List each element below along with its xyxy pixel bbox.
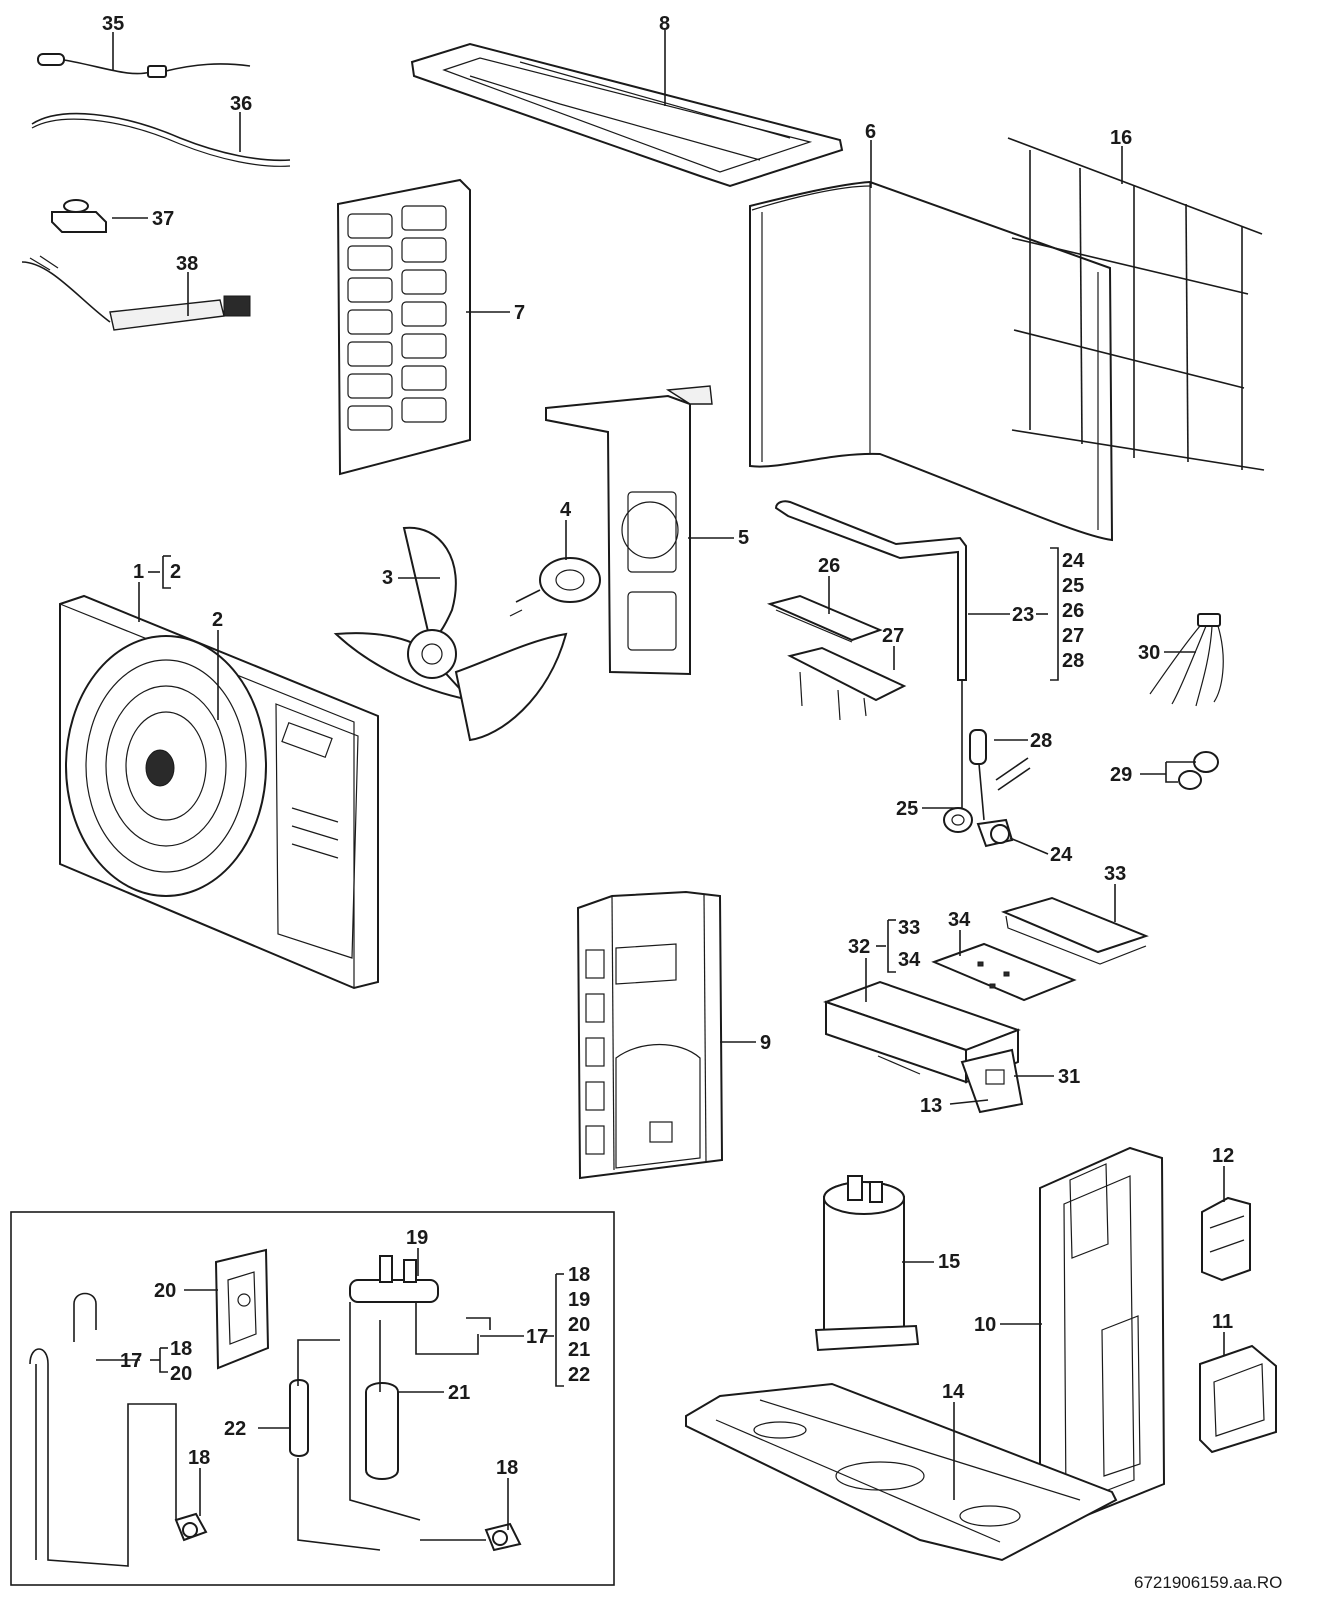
part-35-sensor-cable bbox=[37, 53, 251, 78]
part-8-top-cover bbox=[410, 42, 844, 188]
label-13: 13 bbox=[920, 1095, 942, 1117]
part-18-valve-right bbox=[420, 1522, 522, 1552]
label-25: 25 bbox=[896, 798, 918, 820]
label-35: 35 bbox=[102, 13, 124, 35]
label-24: 24 bbox=[1050, 844, 1073, 866]
label-27: 27 bbox=[882, 625, 904, 647]
part-3-fan-blade bbox=[333, 526, 568, 742]
label-17-right-sub-20: 20 bbox=[568, 1314, 590, 1336]
part-33-pcb-cover bbox=[1001, 896, 1149, 965]
part-23-pipe-assembly bbox=[774, 500, 1031, 821]
part-18-valve-left bbox=[174, 1512, 208, 1542]
part-21-accumulator bbox=[349, 1302, 421, 1521]
label-1-sub: 2 bbox=[170, 561, 181, 583]
part-29-plugs bbox=[1178, 751, 1219, 790]
part-24-service-valve bbox=[976, 818, 1014, 848]
part-14-base-pan bbox=[685, 1382, 1118, 1562]
label-28: 28 bbox=[1030, 730, 1052, 752]
part-25-valve bbox=[943, 807, 973, 833]
part-36-cable bbox=[31, 112, 291, 167]
part-26-bracket bbox=[766, 594, 883, 643]
label-26: 26 bbox=[818, 555, 840, 577]
label-17-right-sub-21: 21 bbox=[568, 1339, 590, 1361]
label-17-right-sub-22: 22 bbox=[568, 1364, 590, 1386]
refrigerant-circuit-inset bbox=[10, 1211, 615, 1586]
label-17-left-sub-18: 18 bbox=[170, 1338, 192, 1360]
part-38-harness bbox=[21, 255, 251, 331]
label-23: 23 bbox=[1012, 604, 1034, 626]
label-20: 20 bbox=[154, 1280, 176, 1302]
label-32-sub-34: 34 bbox=[898, 949, 921, 971]
label-3: 3 bbox=[382, 567, 393, 589]
label-17-right: 17 bbox=[526, 1326, 548, 1348]
label-17-left-sub-20: 20 bbox=[170, 1363, 192, 1385]
label-12: 12 bbox=[1212, 1145, 1234, 1167]
label-18-left: 18 bbox=[188, 1447, 210, 1469]
label-23-sub-28: 28 bbox=[1062, 650, 1084, 672]
label-32-sub-33: 33 bbox=[898, 917, 920, 939]
label-7: 7 bbox=[514, 302, 525, 324]
label-37: 37 bbox=[152, 208, 174, 230]
callout-labels: 35 36 37 38 8 6 16 7 4 5 3 1 2 2 26 27 2… bbox=[102, 13, 1282, 1592]
label-31: 31 bbox=[1058, 1066, 1080, 1088]
label-32: 32 bbox=[848, 936, 870, 958]
label-38: 38 bbox=[176, 253, 198, 275]
label-30: 30 bbox=[1138, 642, 1160, 664]
label-14: 14 bbox=[942, 1381, 965, 1403]
label-19: 19 bbox=[406, 1227, 428, 1249]
label-21: 21 bbox=[448, 1382, 470, 1404]
part-20-valve-plate bbox=[214, 1248, 270, 1370]
part-15-compressor bbox=[814, 1175, 920, 1352]
part-31-terminal-board bbox=[960, 1048, 1024, 1114]
label-16: 16 bbox=[1110, 127, 1132, 149]
label-36: 36 bbox=[230, 93, 252, 115]
label-18-right: 18 bbox=[496, 1457, 518, 1479]
part-37-damper bbox=[51, 199, 107, 233]
label-10: 10 bbox=[974, 1314, 996, 1336]
label-33: 33 bbox=[1104, 863, 1126, 885]
drawing-reference: 6721906159.aa.RO bbox=[1134, 1573, 1282, 1592]
part-7-side-panel bbox=[336, 178, 471, 476]
callout-leaders bbox=[96, 30, 1225, 1530]
part-2-fan-guard bbox=[65, 635, 267, 897]
label-1: 1 bbox=[133, 561, 144, 583]
part-19-reversing-valve bbox=[349, 1255, 439, 1303]
label-29: 29 bbox=[1110, 764, 1132, 786]
part-9-partition-plate bbox=[576, 890, 724, 1180]
part-6-heat-exchanger bbox=[749, 180, 1114, 542]
part-5-motor-bracket bbox=[545, 385, 713, 676]
label-15: 15 bbox=[938, 1251, 960, 1273]
part-17-pipe-left bbox=[29, 1292, 177, 1567]
label-8: 8 bbox=[659, 13, 670, 35]
label-23-sub-27: 27 bbox=[1062, 625, 1084, 647]
part-22-filter-drier bbox=[289, 1339, 381, 1551]
label-23-sub-24: 24 bbox=[1062, 550, 1085, 572]
label-17-right-sub-18: 18 bbox=[568, 1264, 590, 1286]
label-23-sub-25: 25 bbox=[1062, 575, 1084, 597]
part-11-side-cover bbox=[1199, 1344, 1277, 1454]
label-2: 2 bbox=[212, 609, 223, 631]
label-11: 11 bbox=[1212, 1311, 1233, 1333]
label-34: 34 bbox=[948, 909, 971, 931]
label-23-sub-26: 26 bbox=[1062, 600, 1084, 622]
label-22: 22 bbox=[224, 1418, 246, 1440]
part-12-valve-cover bbox=[1201, 1196, 1251, 1282]
label-17-left: 17 bbox=[120, 1350, 142, 1372]
part-34-insulation-sheet bbox=[931, 942, 1077, 1002]
label-17-right-sub-19: 19 bbox=[568, 1289, 590, 1311]
part-17-pipe-right bbox=[415, 1302, 491, 1355]
part-16-protective-grille bbox=[1007, 137, 1265, 471]
part-4-fan-motor bbox=[509, 557, 601, 617]
label-5: 5 bbox=[738, 527, 749, 549]
label-4: 4 bbox=[560, 499, 572, 521]
label-9: 9 bbox=[760, 1032, 771, 1054]
part-30-cable-set bbox=[1149, 613, 1224, 707]
part-27-mounting-plate bbox=[787, 646, 907, 721]
label-6: 6 bbox=[865, 121, 876, 143]
